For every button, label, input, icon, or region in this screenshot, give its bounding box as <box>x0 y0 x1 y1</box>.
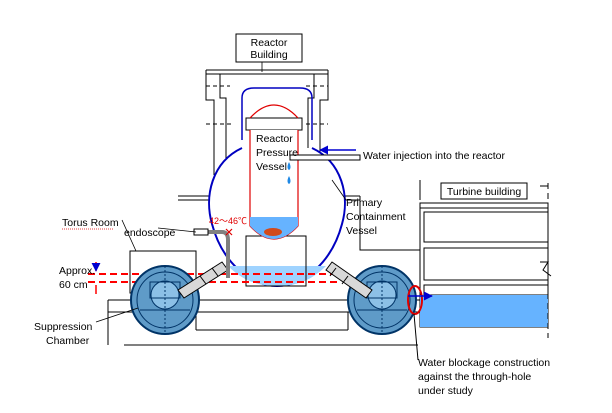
rpv-water <box>250 217 298 239</box>
label-turbine-building: Turbine building <box>440 182 528 200</box>
turbine-building <box>419 180 552 338</box>
svg-text:Approx.: Approx. <box>59 265 95 277</box>
label-rpv: Reactor Pressure Vessel <box>256 133 298 173</box>
label-torus-room: Torus Room <box>62 217 119 229</box>
svg-text:Turbine building: Turbine building <box>447 186 521 198</box>
svg-text:Reactor: Reactor <box>256 133 293 145</box>
water-drop-icon <box>287 176 291 184</box>
turbine-building-water <box>420 295 548 327</box>
water-blockage-marker <box>407 285 433 361</box>
label-pcv: Primary Containment Vessel <box>346 197 406 237</box>
svg-text:Suppression: Suppression <box>34 321 93 333</box>
label-endoscope: endoscope <box>124 227 176 239</box>
water-injection-pipe <box>289 145 361 161</box>
svg-text:Building: Building <box>250 49 288 61</box>
label-water-blockage: Water blockage construction against the … <box>418 357 550 397</box>
svg-text:Reactor: Reactor <box>251 37 288 49</box>
svg-text:Vessel: Vessel <box>346 225 377 237</box>
reactor-pressure-vessel <box>245 104 303 240</box>
svg-text:under study: under study <box>418 385 474 397</box>
fuel-debris <box>264 228 282 236</box>
suppression-chamber-right <box>347 265 417 335</box>
x-mark-icon <box>225 228 233 236</box>
svg-text:Primary: Primary <box>346 197 383 209</box>
vent-pipes <box>177 261 373 299</box>
svg-text:Pressure: Pressure <box>256 147 298 159</box>
svg-text:Water blockage construction: Water blockage construction <box>418 357 550 369</box>
label-water-injection: Water injection into the reactor <box>363 150 506 162</box>
svg-text:against the through-hole: against the through-hole <box>418 371 531 383</box>
svg-text:Vessel: Vessel <box>256 161 287 173</box>
label-reactor-building: Reactor Building <box>235 33 303 63</box>
water-drop-icon <box>287 162 291 170</box>
leader-lines <box>95 62 347 323</box>
label-suppression-chamber: Suppression Chamber <box>34 321 93 347</box>
svg-text:Chamber: Chamber <box>46 335 90 347</box>
suppression-chamber-left <box>130 265 200 335</box>
svg-text:60 cm: 60 cm <box>59 279 88 291</box>
label-temperature: 42～46℃ <box>209 216 247 226</box>
svg-text:Containment: Containment <box>346 211 406 223</box>
label-approx: Approx. 60 cm <box>59 265 95 291</box>
